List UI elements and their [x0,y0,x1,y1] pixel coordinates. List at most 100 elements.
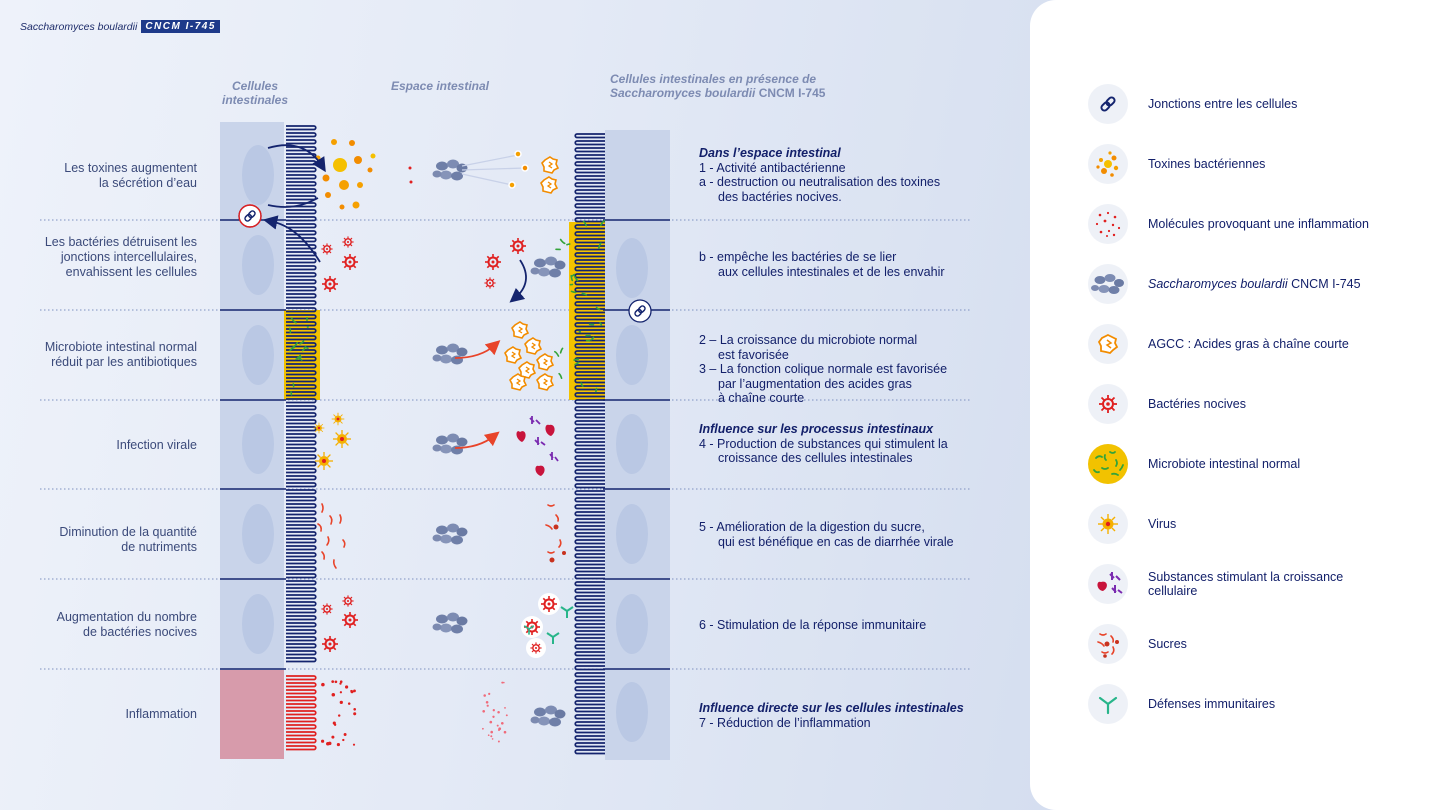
inflammation-dot [339,691,343,694]
row-label-inflammation: Inflammation [0,707,197,722]
desc-microbiota: 2 – La croissance du microbiote normal e… [699,333,989,406]
legend-label-virus: Virus [1148,517,1177,531]
inflammation-dot [485,701,489,704]
row-label-nutrients-l1: Diminution de la quantité [59,525,197,539]
toxins-cluster [315,139,376,210]
legend-label-microbiota: Microbiote intestinal normal [1148,457,1301,471]
yeast-cluster-icon [1088,264,1128,304]
brand-code: CNCM I-745 [141,20,220,33]
desc-intestinal-space: Dans l’espace intestinal 1 - Activité an… [699,146,989,204]
row-label-harmful: Augmentation du nombre de bactéries noci… [0,610,197,640]
row-label-toxins-l2: la sécrétion d’eau [99,176,197,190]
desc-d1-l1: 1 - Activité antibactérienne [699,160,846,175]
row-label-toxins-l1: Les toxines augmentent [64,161,197,175]
inflammation-dot [353,712,357,716]
microbiota-strand [304,346,309,350]
inflammation-dot [353,708,357,711]
row-label-bacteria-junctions: Les bactéries détruisent les jonctions i… [0,235,197,280]
inflammation-dot [496,724,499,727]
inflammation-dot [490,730,493,734]
desc-processes: Influence sur les processus intestinaux … [699,422,989,466]
microbiota-strand [582,220,587,227]
legend-label-harmful-bacteria: Bactéries nocives [1148,397,1246,411]
legend-label-immune-defense: Défenses immunitaires [1148,697,1276,711]
inflammation-dot [487,734,490,737]
inflammation-dot [488,692,491,696]
microbiota-strand [598,242,602,249]
inflammation-dot [482,709,486,713]
inflammation-dot [334,680,338,684]
legend-label-agcc: AGCC : Acides gras à chaîne courte [1148,337,1349,351]
row-label-nutrients: Diminution de la quantité de nutriments [0,525,197,555]
toxin-dots-icon [1088,144,1128,184]
legend-label-yeast-species: Saccharomyces boulardii [1148,277,1288,291]
desc-d1-l3: des bactéries nocives. [718,189,842,204]
microbiota-strand [595,306,601,311]
sugar-icon [1088,624,1128,664]
legend-label-growth-substances: Substances stimulant la croissance cellu… [1148,570,1408,598]
desc-binding: b - empêche les bactéries de se lier aux… [699,250,989,279]
microbiota-strand [600,219,606,227]
microbiota-strand [301,346,306,352]
inflammation-dot [497,740,500,743]
row-label-harmful-l2: de bactéries nocives [83,625,197,639]
microbiota-strand [574,361,580,366]
inflammation-dot [352,743,356,746]
inflammation-dot [343,733,347,736]
column-header-presence-strain: CNCM I-745 [758,86,826,100]
row-label-toxins: Les toxines augmentent la sécrétion d’ea… [0,161,197,191]
inflammation-dot [482,727,484,730]
inflammation-dot [353,689,356,693]
row-label-viral-l1: Infection virale [116,438,197,452]
inflammation-dot [489,720,493,724]
inflammation-dot [350,690,354,694]
legend-label-growth-l2: cellulaire [1148,584,1198,598]
inflammation-dot [502,681,505,684]
brand-name: Saccharomyces boulardii [20,20,138,33]
desc-d4-l1: 4 - Production de substances qui stimule… [699,436,948,451]
legend-item-sugars: Sucres [1088,624,1408,664]
microbiota-strand [559,347,564,354]
inflammation-dot [332,721,336,725]
inflammation-dot [483,694,486,697]
row-label-bacteria-l1: Les bactéries détruisent les [44,235,197,249]
desc-d4-l2: croissance des cellules intestinales [718,451,913,465]
desc-d1-l2: a - destruction ou neutralisation des to… [699,175,941,189]
legend-label-inflammation: Molécules provoquant une inflammation [1148,217,1369,231]
legend-item-yeast: Saccharomyces boulardii CNCM I-745 [1088,264,1408,304]
desc-inflammation: Influence directe sur les cellules intes… [699,701,989,730]
inflammation-dot [486,704,489,707]
legend-label-toxins: Toxines bactériennes [1148,157,1266,171]
inflammation-dot [331,735,335,739]
legend-item-growth-substances: Substances stimulant la croissance cellu… [1088,564,1408,604]
harmful-bacteria-icon [1088,384,1128,424]
row-label-bacteria-l2: jonctions intercellulaires, [60,250,197,264]
row-label-nutrients-l2: de nutriments [121,540,197,554]
microbiota-strand [570,290,577,294]
row-label-viral: Infection virale [0,438,197,453]
immune-defense-icon [1088,684,1128,724]
left-cells-column [220,122,320,759]
microbiota-strand [559,238,566,245]
column-header-presence-species: Saccharomyces boulardii [610,86,756,100]
desc-d1-head: Dans l’espace intestinal [699,146,841,160]
desc-immune: 6 - Stimulation de la réponse immunitair… [699,618,989,633]
sugars-left [317,503,346,569]
legend-label-junctions: Jonctions entre les cellules [1148,97,1298,111]
microbiota-strand [580,382,584,387]
desc-d3-l2: est favorisée [718,347,789,362]
mechanism-diagram [40,122,970,760]
growth-substances-icon [1088,564,1128,604]
legend-label-sugars: Sucres [1148,637,1187,651]
junction-intact-icon [628,299,652,323]
microbiota-strand [595,387,598,393]
microbiota-strand [299,340,305,345]
desc-d6-l1: 6 - Stimulation de la réponse immunitair… [699,618,927,632]
row-separators [40,219,970,670]
desc-d3-l4: par l’augmentation des acides gras [718,376,912,391]
microbiota-strand [295,354,301,361]
column-header-space: Espace intestinal [390,79,490,93]
inflammation-dot [345,685,349,689]
column-header-cells-line2: intestinales [221,93,289,107]
microbiota-strand [298,356,302,360]
